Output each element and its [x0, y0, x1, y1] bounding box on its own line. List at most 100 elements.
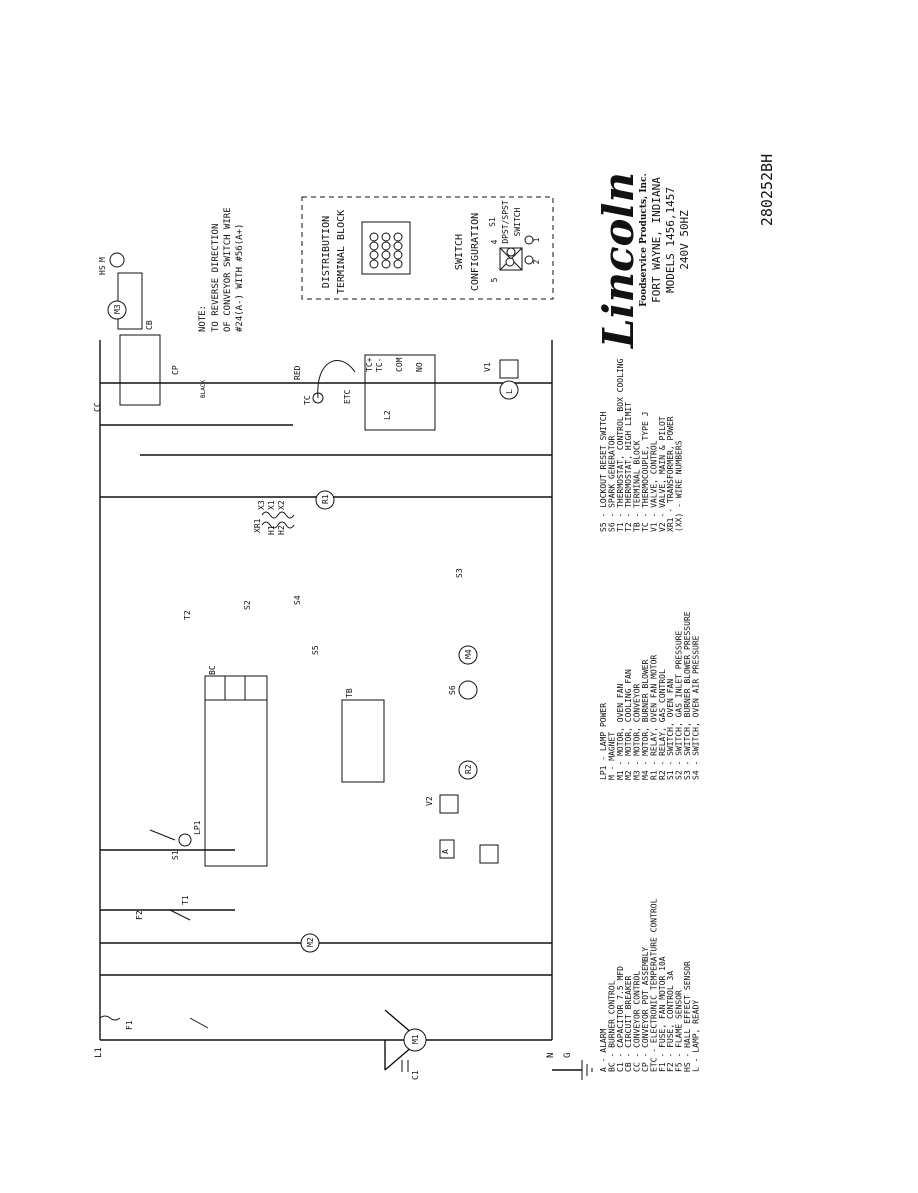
label-s4: S4 [293, 595, 302, 605]
switch-config-title-2: CONFIGURATION [470, 213, 481, 291]
legend-item: S2 - SWITCH, GAS INLET PRESSURE [675, 631, 684, 780]
legend-item: M2 - MOTOR, COOLING FAN [624, 669, 633, 780]
label-bc: BC [208, 665, 217, 675]
terminal-block-nodes [369, 232, 403, 269]
legend-item: F2 - FUSE, CONTROL 3A [666, 971, 675, 1072]
terminal-block-title-2: TERMINAL BLOCK [336, 210, 347, 294]
brand-subtitle: Foodservice Products, Inc. [639, 173, 649, 306]
label-black: BLACK [200, 380, 207, 398]
label-tb: TB [345, 688, 354, 698]
label-lp1: LP1 [193, 820, 202, 835]
legend-item: XR1 - TRANSFORMER, POWER [666, 416, 675, 532]
label-n: N [546, 1053, 556, 1058]
label-tc: TC [303, 395, 312, 405]
label-g: G [563, 1053, 573, 1058]
legend-item: BC - BURNER CONTROL [607, 980, 616, 1072]
switch-config-s1: S1 [488, 217, 497, 227]
legend-item: C1 - CAPACITOR 7.5 MFD [616, 966, 625, 1072]
label-l: L [505, 389, 514, 394]
legend-item: M - MAGNET [607, 732, 616, 780]
switch-pin-1: 1 [532, 237, 541, 242]
brand-power: 240V 50HZ [678, 210, 691, 270]
terminal-block-outline [361, 221, 411, 275]
label-s3: S3 [455, 568, 464, 578]
label-a: A [441, 849, 450, 854]
label-hs: HS [98, 265, 107, 275]
label-s2: S2 [243, 600, 252, 610]
label-x3: X3 [257, 500, 266, 510]
legend-item: CC - CONVEYOR CONTROL [633, 971, 642, 1072]
legend-item: S4 - SWITCH, OVEN AIR PRESSURE [691, 635, 700, 780]
label-xr1: XR1 [253, 518, 262, 533]
note-line-3: #24(A-) WITH #56(A+) [235, 224, 245, 332]
switch-config-symbol [499, 235, 534, 271]
drawing-number: 280252BH [758, 154, 776, 226]
legend-item: ETC - ELECTRONIC TEMPERATURE CONTROL [649, 898, 658, 1072]
switch-pin-5: 5 [490, 277, 499, 282]
label-red: RED [293, 365, 302, 380]
legend-item: V2 - VALVE, MAIN & PILOT [658, 416, 667, 532]
note-line-2: OF CONVEYOR SWITCH WIRE [223, 207, 233, 332]
label-v2: V2 [425, 796, 434, 806]
schematic [99, 252, 593, 1080]
terminal-block-title-1: DISTRIBUTION [321, 216, 332, 288]
label-t2: T2 [183, 610, 192, 620]
label-cp: CP [171, 365, 180, 375]
label-r1: R1 [321, 494, 330, 504]
label-s6: S6 [448, 685, 457, 695]
note-heading: NOTE: [198, 305, 208, 332]
component-labels: L1 N G F1 F2 T1 T2 S1 S2 S3 S4 S5 S6 LP1… [93, 257, 573, 1080]
legend-item: R2 - RELAY, GAS CONTROL [658, 669, 667, 780]
label-v1: V1 [483, 362, 492, 372]
note-line-1: TO REVERSE DIRECTION [211, 224, 221, 332]
legend-item: CB - CIRCUIT BREAKER [624, 975, 633, 1072]
label-tc-plus: TC+ [365, 357, 374, 372]
legend-item: LP1 - LAMP POWER [599, 703, 608, 780]
legend-item: HS - HALL EFFECT SENSOR [683, 961, 692, 1072]
label-m: M [98, 257, 107, 262]
brand-models: MODELS 1456,1457 [664, 187, 677, 293]
label-s1: S1 [171, 850, 180, 860]
label-f1: F1 [125, 1020, 134, 1030]
label-tc-minus: TC- [375, 358, 384, 372]
legend-item: TB - TERMINAL BLOCK [633, 440, 642, 532]
legend-item: T1 - THERMOSTAT, CONTROL BOX COOLING [616, 358, 625, 532]
switch-config-type-2: SWITCH [513, 207, 522, 236]
switch-pin-2: 2 [532, 259, 541, 264]
label-com: COM [395, 357, 404, 372]
legend-item: S5 - LOCKOUT RESET SWITCH [599, 411, 608, 532]
switch-config-title-1: SWITCH [454, 234, 465, 270]
legend-item: (XX) - WIRE NUMBERS [675, 440, 684, 532]
brand-location: FORT WAYNE, INDIANA [650, 177, 663, 303]
label-c1: C1 [411, 1070, 420, 1080]
brand-logo: Lincoln [594, 172, 643, 349]
legend-item: L - LAMP, READY [691, 1000, 700, 1072]
inset-box [301, 196, 554, 300]
label-s5: S5 [311, 645, 320, 655]
legend-item: F1 - FUSE, FAN MOTOR 10A [658, 956, 667, 1072]
legend-item: T2 - THERMOSTAT, HIGH LIMIT [624, 402, 633, 532]
label-m1: M1 [411, 1034, 420, 1044]
switch-pin-4: 4 [490, 239, 499, 244]
legend-item: M3 - MOTOR, CONVEYOR [633, 683, 642, 780]
legend-item: V1 - VALVE, CONTROL [649, 440, 658, 532]
label-h2: H2 [277, 525, 286, 535]
legend-item: F5 - FLAME SENSOR [675, 990, 684, 1072]
legend-item: M1 - MOTOR, OVEN FAN [616, 683, 625, 780]
label-l1: L1 [94, 1047, 104, 1058]
label-cc: CC [93, 402, 102, 412]
label-l2: L2 [383, 410, 392, 420]
switch-config-type-1: DPST/SPST [501, 200, 510, 244]
brand-block: Lincoln Foodservice Products, Inc. FORT … [594, 172, 691, 349]
label-t1: T1 [181, 895, 190, 905]
legend-item: S1 - SWITCH, OVEN FAN [666, 679, 675, 780]
legend-item: M4 - MOTOR, BURNER BLOWER [641, 659, 650, 780]
label-cb: CB [145, 320, 154, 330]
label-f2: F2 [135, 910, 144, 920]
label-h1: H1 [267, 525, 276, 535]
label-r2: R2 [464, 764, 473, 774]
label-m4: M4 [464, 649, 473, 659]
